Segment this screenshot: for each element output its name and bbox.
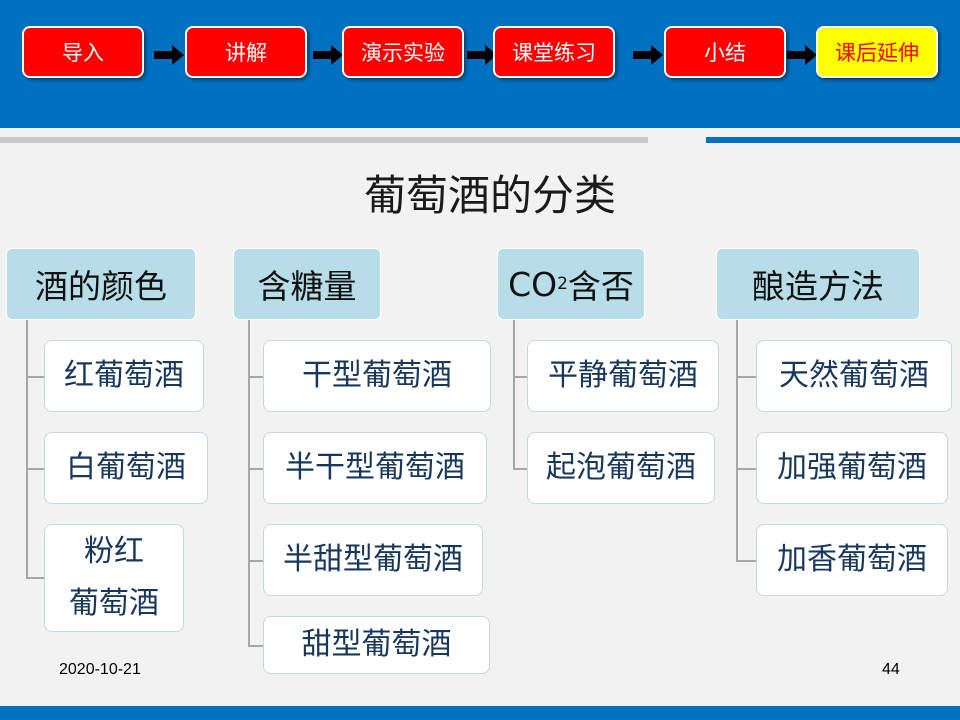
tree-connector bbox=[736, 376, 758, 378]
divider bbox=[706, 137, 960, 143]
category-co2-main: CO bbox=[508, 264, 558, 304]
tree-connector bbox=[26, 376, 46, 378]
nav-button-extension[interactable]: 课后延伸 bbox=[816, 26, 938, 78]
page-title: 葡萄酒的分类 bbox=[363, 171, 616, 220]
tree-connector bbox=[513, 468, 529, 470]
leaf-sweet-wine: 甜型葡萄酒 bbox=[263, 616, 490, 674]
category-sugar: 含糖量 bbox=[233, 248, 381, 320]
divider bbox=[0, 137, 648, 143]
page-number: 44 bbox=[882, 661, 900, 678]
footer-date: 2020-10-21 bbox=[59, 661, 141, 678]
tree-connector bbox=[248, 468, 264, 470]
tree-connector bbox=[26, 577, 46, 579]
nav-button-summary[interactable]: 小结 bbox=[664, 26, 786, 78]
tree-connector bbox=[248, 560, 264, 562]
nav-button-demo[interactable]: 演示实验 bbox=[342, 26, 464, 78]
tree-connector bbox=[513, 320, 515, 469]
leaf-semi-sweet-wine: 半甜型葡萄酒 bbox=[263, 524, 483, 596]
arrow-right-icon bbox=[154, 45, 184, 65]
tree-connector bbox=[26, 468, 46, 470]
arrow-right-icon bbox=[787, 45, 817, 65]
tree-connector bbox=[736, 560, 758, 562]
nav-button-practice[interactable]: 课堂练习 bbox=[493, 26, 615, 78]
category-co2-subscript: 2 bbox=[557, 274, 568, 294]
category-co2-tail: 含否 bbox=[567, 267, 634, 306]
tree-connector bbox=[736, 320, 738, 561]
leaf-still-wine: 平静葡萄酒 bbox=[527, 340, 719, 412]
leaf-sparkling-wine: 起泡葡萄酒 bbox=[527, 432, 715, 504]
nav-button-intro[interactable]: 导入 bbox=[22, 26, 144, 78]
tree-connector bbox=[248, 376, 264, 378]
category-color: 酒的颜色 bbox=[6, 248, 196, 320]
tree-connector bbox=[26, 320, 28, 578]
leaf-dry-wine: 干型葡萄酒 bbox=[263, 340, 491, 412]
tree-connector bbox=[513, 376, 529, 378]
tree-connector bbox=[248, 320, 250, 646]
arrow-right-icon bbox=[467, 45, 497, 65]
category-method: 酿造方法 bbox=[716, 248, 920, 320]
leaf-natural-wine: 天然葡萄酒 bbox=[756, 340, 952, 412]
footer-bar bbox=[0, 706, 960, 720]
leaf-fortified-wine: 加强葡萄酒 bbox=[756, 432, 948, 504]
header-bar bbox=[0, 0, 960, 128]
leaf-semi-dry-wine: 半干型葡萄酒 bbox=[263, 432, 487, 504]
leaf-aromatized-wine: 加香葡萄酒 bbox=[756, 524, 948, 596]
nav-button-explain[interactable]: 讲解 bbox=[185, 26, 307, 78]
tree-connector bbox=[248, 645, 264, 647]
leaf-white-wine: 白葡萄酒 bbox=[44, 432, 208, 504]
tree-connector bbox=[736, 468, 758, 470]
arrow-right-icon bbox=[633, 45, 663, 65]
arrow-right-icon bbox=[313, 45, 343, 65]
leaf-rose-wine: 粉红 葡萄酒 bbox=[44, 524, 184, 632]
leaf-red-wine: 红葡萄酒 bbox=[44, 340, 204, 412]
